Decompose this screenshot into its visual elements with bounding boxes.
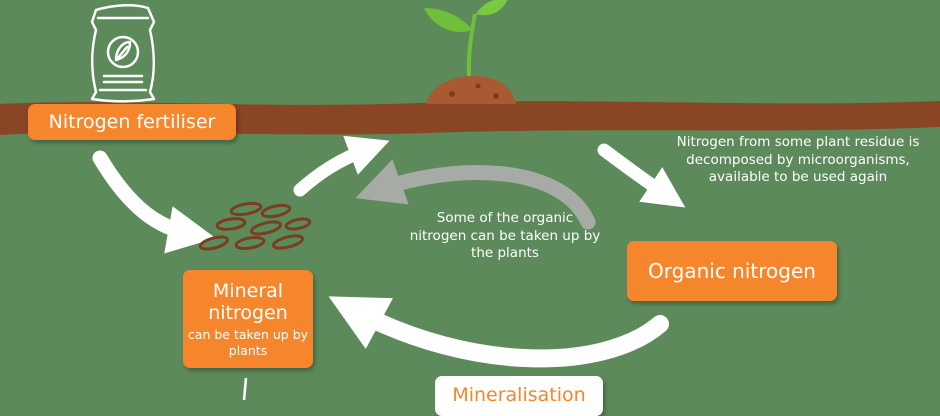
arrow-fertiliser-to-mineral xyxy=(92,150,216,254)
organic-uptake-note: Some of the organic nitrogen can be take… xyxy=(409,210,601,262)
fertiliser-bag-icon xyxy=(90,4,156,103)
mineral-granules-icon xyxy=(198,201,312,251)
mineral-nitrogen-box: Mineral nitrogen can be taken up by plan… xyxy=(183,270,313,368)
mineral-nitrogen-note: can be taken up by plants xyxy=(187,326,309,358)
nitrogen-cycle-diagram xyxy=(0,0,940,400)
arrow-plant-to-organic xyxy=(597,143,686,208)
leaf-icon xyxy=(114,40,132,62)
arrow-organic-to-mineral xyxy=(328,296,669,368)
organic-nitrogen-label: Organic nitrogen xyxy=(627,241,837,301)
soil-mound-icon xyxy=(426,76,516,104)
arrow-organic-uptake xyxy=(355,159,596,230)
decomposition-note: Nitrogen from some plant residue is deco… xyxy=(676,134,920,186)
mineralisation-label: Mineralisation xyxy=(435,376,603,416)
mineral-nitrogen-title: Mineral nitrogen xyxy=(208,279,288,324)
arrow-mineral-to-plant xyxy=(293,135,390,197)
nitrogen-fertiliser-label: Nitrogen fertiliser xyxy=(28,104,236,140)
arrow-mineral-down xyxy=(242,377,248,400)
